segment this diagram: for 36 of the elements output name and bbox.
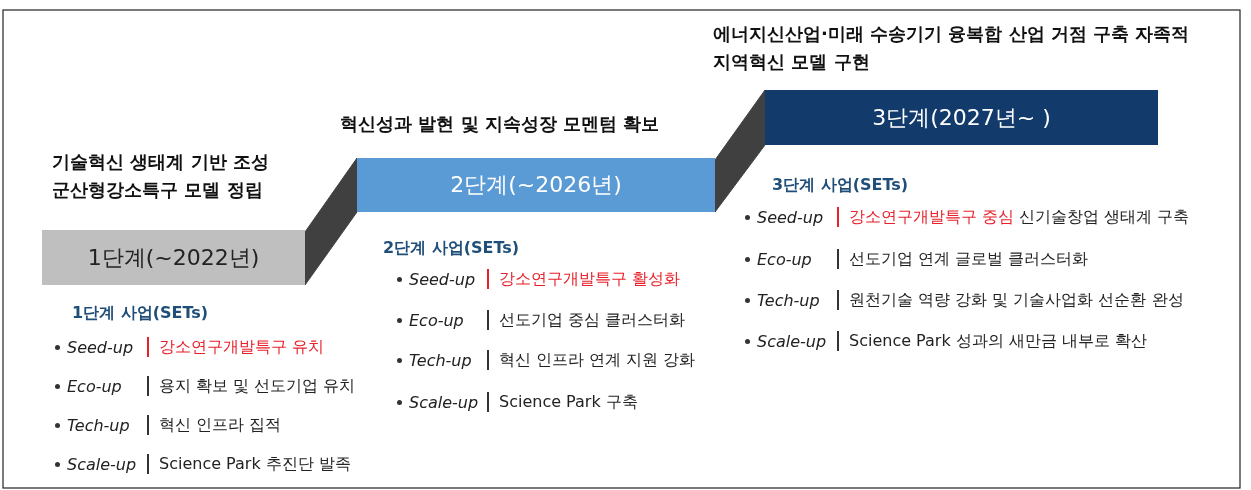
step-riser — [714, 89, 766, 213]
step-riser — [304, 157, 358, 286]
item-keyword: Scale-up — [409, 392, 480, 412]
item-text: Science Park 추진단 발족 — [147, 454, 351, 474]
item-text: 선도기업 연계 글로벌 클러스터화 — [837, 249, 1089, 269]
item-text: 강소연구개발특구 유치 — [147, 337, 325, 357]
item-text: 선도기업 중심 클러스터화 — [487, 310, 686, 330]
item-keyword: Tech-up — [757, 290, 821, 310]
item-keyword: Eco-up — [757, 249, 813, 269]
stage-heading: 에너지신산업·미래 수송기기 융복합 산업 거점 구축 자족적 지역혁신 모델 구현 — [713, 22, 1191, 74]
item-keyword: Seed-up — [67, 337, 135, 357]
item-keyword: Eco-up — [67, 376, 123, 396]
item-text: 용지 확보 및 선도기업 유치 — [147, 376, 356, 396]
stage-bar: 1단계(~2022년) — [42, 230, 305, 285]
item-text: 신기술창업 생태계 구축 — [1019, 207, 1190, 227]
item-keyword: Scale-up — [67, 454, 138, 474]
item-text: 강소연구개발특구 활성화 — [487, 269, 681, 289]
item-text: 원천기술 역량 강화 및 기술사업화 선순환 완성 — [837, 290, 1184, 310]
stage-bar: 2단계(~2026년) — [357, 158, 715, 212]
stage-heading: 기술혁신 생태계 기반 조성 군산형강소특구 모델 정립 — [52, 150, 270, 202]
section-heading: 3단계 사업(SETs) — [772, 175, 909, 196]
item-keyword: Scale-up — [757, 331, 828, 351]
item-keyword: Tech-up — [67, 415, 131, 435]
item-text: Science Park 성과의 새만금 내부로 확산 — [837, 331, 1148, 351]
item-text: 강소연구개발특구 중심 — [837, 207, 1015, 227]
section-heading: 2단계 사업(SETs) — [383, 238, 520, 259]
section-heading: 1단계 사업(SETs) — [72, 303, 209, 324]
item-keyword: Seed-up — [757, 207, 825, 227]
stage-heading: 혁신성과 발현 및 지속성장 모멘텀 확보 — [340, 112, 661, 136]
stage-bar: 3단계(2027년~ ) — [765, 90, 1158, 145]
item-keyword: Eco-up — [409, 310, 465, 330]
item-keyword: Tech-up — [409, 350, 473, 370]
item-text: Science Park 구축 — [487, 392, 638, 412]
item-text: 혁신 인프라 연계 지원 강화 — [487, 350, 696, 370]
item-text: 혁신 인프라 집적 — [147, 415, 282, 435]
item-keyword: Seed-up — [409, 269, 477, 289]
